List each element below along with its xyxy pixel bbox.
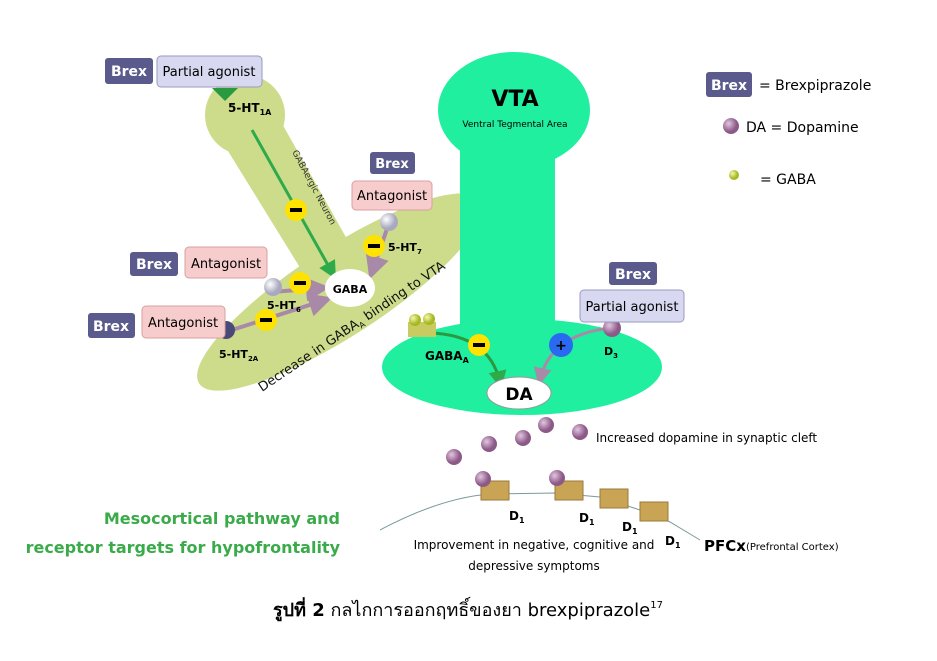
svg-text:Brex: Brex (711, 78, 747, 94)
pfcx-full-label: (Prefrontal Cortex) (746, 542, 839, 553)
legend-dopamine-dot (723, 118, 739, 134)
gabaa-receptor-icon (408, 313, 436, 337)
gaba-node (325, 269, 375, 307)
plus-icon: + (549, 333, 573, 357)
minus-icon (285, 199, 307, 221)
d1-label: D1 (665, 534, 681, 550)
svg-text:Antagonist: Antagonist (357, 189, 427, 204)
d1-receptors (480, 480, 669, 522)
legend: Brex = Brexpiprazole DA = Dopamine = GAB… (706, 72, 871, 188)
minus-icon (255, 309, 277, 331)
legend-dopamine: DA = Dopamine (746, 120, 859, 136)
legend-gaba: = GABA (760, 172, 816, 188)
svg-text:Brex: Brex (615, 267, 651, 283)
diagram-title-line2: receptor targets for hypofrontality (26, 538, 341, 557)
dopamine-dot (481, 436, 497, 452)
svg-text:Partial agonist: Partial agonist (586, 300, 679, 315)
svg-text:Brex: Brex (375, 157, 409, 172)
vta-neuron (382, 52, 662, 415)
improvement-line1: Improvement in negative, cognitive and (414, 538, 655, 552)
dopamine-dot (475, 471, 491, 487)
improvement-line2: depressive symptoms (468, 559, 599, 573)
svg-text:Antagonist: Antagonist (148, 316, 218, 331)
ht2a-arrow (231, 293, 333, 332)
dopamine-dot (515, 430, 531, 446)
svg-text:Antagonist: Antagonist (191, 257, 261, 272)
dopamine-dot (549, 470, 565, 486)
pfcx-label: PFCx (704, 537, 746, 555)
ht6-receptor (264, 278, 282, 296)
ht6-label: 5-HT6 (267, 299, 301, 314)
ht1a-label: 5-HT1A (228, 101, 272, 117)
ht2a-label: 5-HT2A (219, 348, 259, 363)
vta-subtitle: Ventral Tegmental Area (462, 120, 567, 130)
d1-label: D1 (579, 511, 595, 527)
gaba-label: GABA (333, 283, 368, 296)
ht7-label: 5-HT7 (388, 241, 422, 256)
da-node (486, 376, 552, 410)
svg-text:Partial agonist: Partial agonist (163, 65, 256, 80)
d1-label: D1 (622, 520, 638, 536)
svg-text:Brex: Brex (93, 319, 129, 335)
minus-icon (363, 235, 385, 257)
brex-tag-d3: Brex Partial agonist (579, 262, 685, 323)
svg-text:Brex: Brex (111, 64, 147, 80)
brex-tag-5ht6: Brex Antagonist (130, 246, 268, 279)
minus-icon (468, 334, 490, 356)
diagram-title-line1: Mesocortical pathway and (104, 509, 340, 528)
brex-tag-5ht1a: Brex Partial agonist (105, 55, 263, 88)
d3-receptor (603, 319, 621, 337)
minus-icon (289, 272, 311, 294)
dopamine-dot (572, 424, 588, 440)
legend-brex-swatch (706, 72, 752, 97)
increased-dopamine-label: Increased dopamine in synaptic cleft (596, 431, 817, 445)
svg-text:Brex: Brex (136, 257, 172, 273)
svg-text:+: + (555, 338, 567, 354)
brex-tag-5ht2a: Brex Antagonist (88, 305, 226, 339)
d3-label: D3 (604, 345, 618, 360)
gabaa-label: GABAA (425, 349, 470, 365)
dopamine-molecules (446, 417, 588, 487)
legend-gaba-dot (729, 170, 739, 180)
legend-brex: = Brexpiprazole (759, 78, 871, 94)
ht7-receptor (380, 213, 398, 231)
dopamine-dot (446, 449, 462, 465)
brex-tag-5ht7: Brex Antagonist (351, 152, 433, 211)
vta-title: VTA (491, 87, 538, 112)
figure-caption: รูปที่ 2 กลไกการออกฤทธิ์ของยา brexpipraz… (273, 596, 663, 622)
dopamine-dot (538, 417, 554, 433)
da-label: DA (505, 385, 533, 405)
d1-label: D1 (509, 509, 525, 525)
agonist-triangle-icon (212, 88, 238, 101)
